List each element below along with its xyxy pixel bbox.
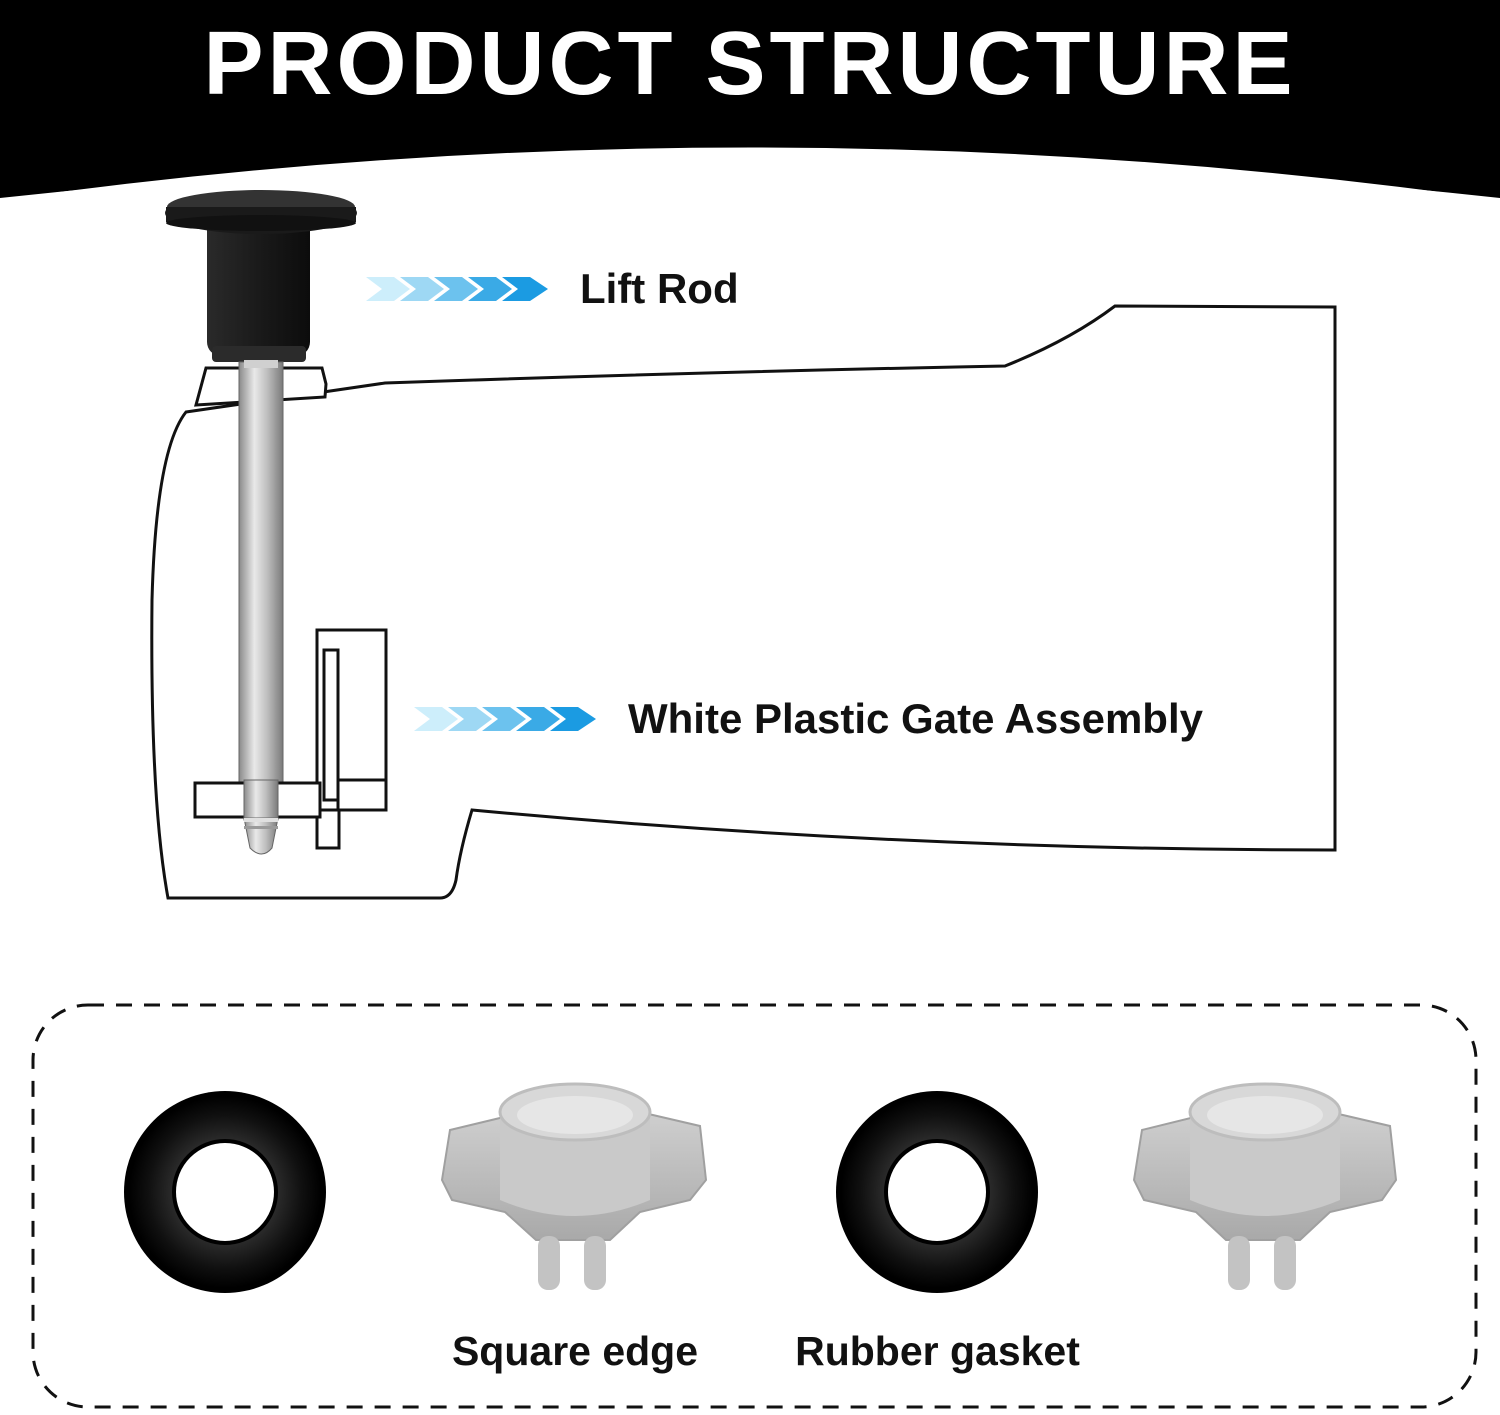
lift-rod-knob xyxy=(165,190,357,362)
square-edge-caption: Square edge xyxy=(451,1328,699,1374)
gate-assembly-arrow-icon xyxy=(414,707,596,731)
lift-rod-shaft xyxy=(238,361,284,783)
lift-rod-arrow-icon xyxy=(366,277,548,301)
page-title: PRODUCT STRUCTURE xyxy=(203,14,1297,114)
square-edge-gate-icon xyxy=(1132,1082,1398,1290)
dispenser-body-outline xyxy=(150,304,1337,900)
rubber-gasket-icon xyxy=(836,1091,1038,1293)
rubber-gasket-caption: Rubber gasket xyxy=(795,1328,1080,1374)
header-banner xyxy=(0,0,1500,200)
header-curve-line xyxy=(0,157,1500,202)
lift-rod-label: Lift Rod xyxy=(580,265,739,312)
gate-assembly-label: White Plastic Gate Assembly xyxy=(628,695,1203,742)
lift-rod-tip xyxy=(243,779,279,855)
square-edge-gate-icon xyxy=(440,1082,708,1290)
rubber-gasket-icon xyxy=(124,1091,326,1293)
parts-panel-border xyxy=(31,1003,1478,1409)
